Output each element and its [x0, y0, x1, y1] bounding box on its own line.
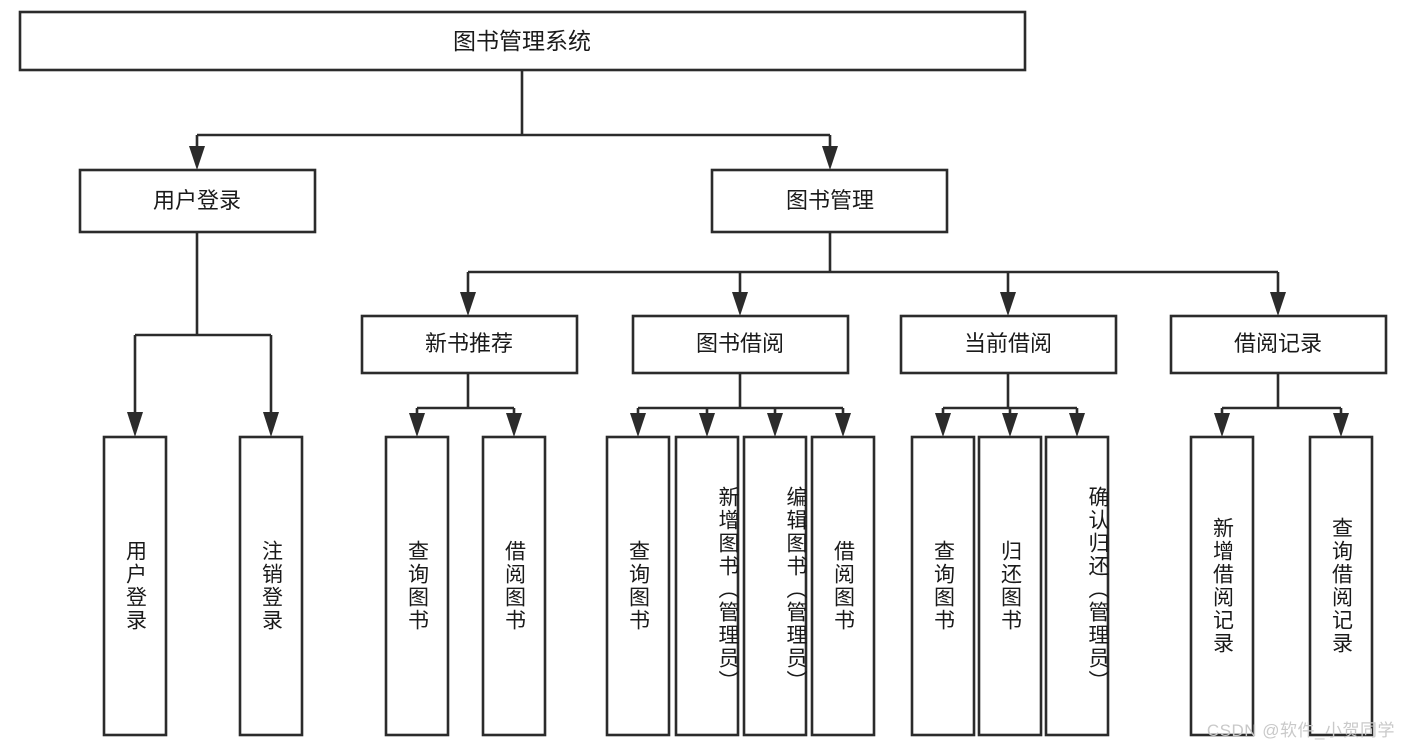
- node-user-login-box[interactable]: [78, 168, 317, 234]
- node-leaf-confirm-return-box[interactable]: [1044, 435, 1110, 737]
- arrow-head-current-borrow: [1000, 292, 1016, 316]
- node-leaf-query-book-1-box[interactable]: [384, 435, 450, 737]
- arrow-head-leaf-query-record: [1333, 413, 1349, 437]
- connector-group-book-borrow: [630, 373, 851, 437]
- connector-group-user-login: [127, 232, 279, 437]
- node-leaf-return-book-box[interactable]: [977, 435, 1043, 737]
- node-leaf-add-record-box[interactable]: [1189, 435, 1255, 737]
- connector-group-borrow-record: [1214, 373, 1349, 437]
- node-user-login-label: 用户登录: [153, 188, 241, 213]
- node-book-borrow[interactable]: 图书借阅: [631, 314, 850, 375]
- node-borrow-record-label: 借阅记录: [1234, 331, 1322, 356]
- node-root[interactable]: 图书管理系统: [18, 10, 1027, 72]
- arrow-head-leaf-confirm-return: [1069, 413, 1085, 437]
- node-borrow-record-box[interactable]: [1169, 314, 1388, 375]
- csdn-watermark: CSDN @软件_小贺同学: [1206, 721, 1395, 740]
- node-leaf-user-login-box[interactable]: [102, 435, 168, 737]
- node-book-management-box[interactable]: [710, 168, 949, 234]
- node-book-borrow-box[interactable]: [631, 314, 850, 375]
- node-new-book-recommend-label: 新书推荐: [425, 331, 513, 356]
- arrow-head-leaf-logout-login: [263, 412, 279, 437]
- node-book-borrow-label: 图书借阅: [696, 331, 784, 356]
- node-user-login[interactable]: 用户登录: [78, 168, 317, 234]
- connector-group-new-book-recommend: [409, 373, 522, 437]
- arrow-head-new-book-recommend: [460, 292, 476, 316]
- arrow-head-leaf-query-book-2: [630, 413, 646, 437]
- arrow-head-leaf-user-login: [127, 412, 143, 437]
- node-new-book-recommend-box[interactable]: [360, 314, 579, 375]
- arrow-head-leaf-query-book-1: [409, 413, 425, 437]
- node-leaf-edit-book-box[interactable]: [742, 435, 808, 737]
- node-leaf-query-record-box[interactable]: [1308, 435, 1374, 737]
- arrow-head-borrow-record: [1270, 292, 1286, 316]
- node-current-borrow-label: 当前借阅: [964, 331, 1052, 356]
- connector-group-current-borrow: [935, 373, 1085, 437]
- arrow-head-user-login: [189, 146, 205, 170]
- node-current-borrow[interactable]: 当前借阅: [899, 314, 1118, 375]
- node-leaf-borrow-book-1-box[interactable]: [481, 435, 547, 737]
- node-leaf-borrow-book-2-box[interactable]: [810, 435, 876, 737]
- arrow-head-leaf-return-book: [1002, 413, 1018, 437]
- node-leaf-add-book-box[interactable]: [674, 435, 740, 737]
- arrow-head-leaf-query-book-3: [935, 413, 951, 437]
- node-leaf-logout-login-box[interactable]: [238, 435, 304, 737]
- arrow-head-book-borrow: [732, 292, 748, 316]
- node-current-borrow-box[interactable]: [899, 314, 1118, 375]
- arrow-head-leaf-borrow-book-2: [835, 413, 851, 437]
- connector-group-book-management: [460, 232, 1286, 316]
- node-root-label: 图书管理系统: [453, 28, 591, 54]
- node-borrow-record[interactable]: 借阅记录: [1169, 314, 1388, 375]
- arrow-head-leaf-add-book: [699, 413, 715, 437]
- arrow-head-leaf-borrow-book-1: [506, 413, 522, 437]
- node-leaf-query-book-3-box[interactable]: [910, 435, 976, 737]
- arrow-head-leaf-add-record: [1214, 413, 1230, 437]
- node-root-box[interactable]: [18, 10, 1027, 72]
- node-book-management[interactable]: 图书管理: [710, 168, 949, 234]
- node-leaf-query-book-2-box[interactable]: [605, 435, 671, 737]
- arrow-head-leaf-edit-book: [767, 413, 783, 437]
- node-book-management-label: 图书管理: [786, 188, 874, 213]
- connector-group-root: [189, 70, 838, 170]
- arrow-head-book-management: [822, 146, 838, 170]
- node-new-book-recommend[interactable]: 新书推荐: [360, 314, 579, 375]
